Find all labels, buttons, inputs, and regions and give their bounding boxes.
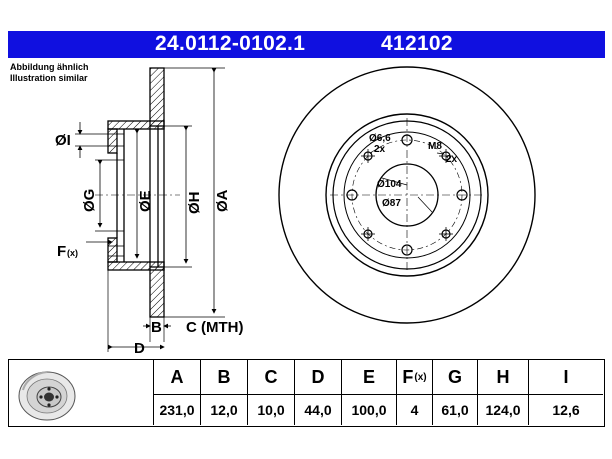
label-dim-h: ØH [186,192,203,215]
column-value-d: 44,0 [304,401,332,418]
label-dim-g: ØG [81,189,98,212]
label-dim-d: D [134,340,145,357]
label-thread-count: 2x [446,154,458,165]
column-header-a: A [154,360,200,395]
disc-thumbnail-icon [18,371,76,421]
column-value-h: 124,0 [485,401,521,418]
caption-line-1: Abbildung ähnlich [10,62,89,72]
side-section-view [75,67,225,352]
column-header-f: F(x) [397,360,432,395]
column-value-c: 10,0 [257,401,285,418]
column-value-i: 12,6 [552,401,580,418]
front-view [278,66,536,324]
illustration-caption: Abbildung ähnlich Illustration similar [10,62,89,84]
column-value-f: 4 [410,401,419,418]
column-header-h: H [478,360,528,395]
column-header-i: I [529,360,603,395]
reference-number: 412102 [381,32,453,55]
column-value-b: 12,0 [210,401,238,418]
label-dim-i: ØI [55,132,71,149]
column-value-e: 100,0 [351,401,387,418]
column-value-a: 231,0 [159,401,195,418]
label-bolt-hole: Ø6,6 [369,133,391,144]
part-number: 24.0112-0102.1 [155,32,306,55]
dimensions-table: A 231,0 B 12,0 C 10,0 D 44,0 E 100,0 F(x… [8,359,605,427]
column-header-d: D [295,360,341,395]
label-dim-e: ØE [137,190,154,212]
column-h: H 124,0 [478,360,529,425]
label-dim-f: F [57,243,66,260]
column-header-b: B [201,360,247,395]
column-header-f-letter: F [402,366,414,387]
column-header-e: E [342,360,396,395]
label-bolt-hole-count: 2x [374,144,386,155]
column-header-c: C [248,360,294,395]
label-pcd: Ø104 [377,179,402,190]
caption-line-2: Illustration similar [10,73,88,83]
side-dimension-lines [77,68,217,350]
column-b: B 12,0 [201,360,248,425]
column-g: G 61,0 [433,360,478,425]
label-dim-c: C (MTH) [186,319,243,336]
column-e: E 100,0 [342,360,397,425]
label-dim-f-sup: (x) [67,248,78,258]
column-a: A 231,0 [154,360,201,425]
disc-thumbnail [9,360,154,425]
column-f: F(x) 4 [397,360,433,425]
title-bar: 24.0112-0102.1 412102 [8,31,605,58]
column-i: I 12,6 [529,360,603,425]
label-center-bore: Ø87 [382,198,401,209]
label-dim-a: ØA [214,189,231,212]
column-header-g: G [433,360,477,395]
label-dim-b: B [151,319,162,336]
column-c: C 10,0 [248,360,295,425]
column-d: D 44,0 [295,360,342,425]
label-thread: M8 [428,141,442,152]
column-value-g: 61,0 [441,401,469,418]
column-header-f-sup: (x) [414,371,427,383]
